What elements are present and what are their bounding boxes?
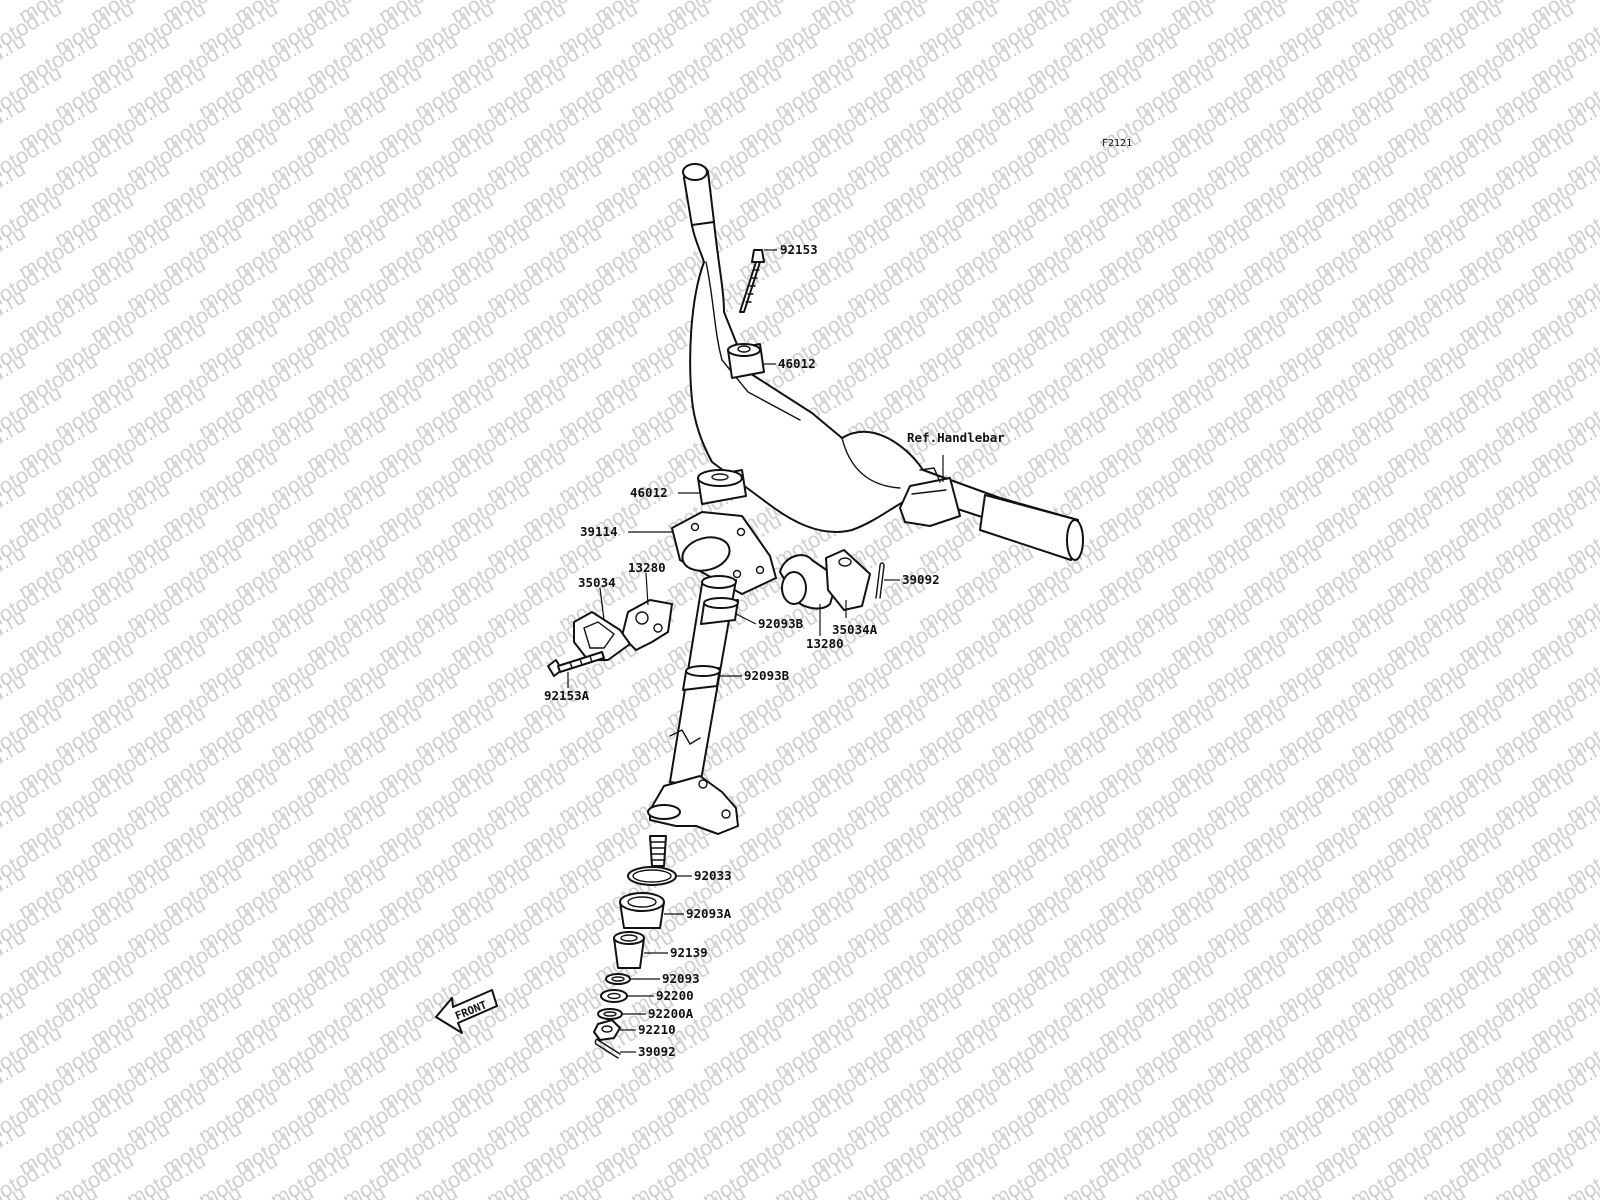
part-label: 92153A xyxy=(544,688,590,703)
part-label: 92093B xyxy=(744,668,790,683)
part-label: 39092 xyxy=(638,1044,676,1059)
part-label: 35034 xyxy=(578,575,616,590)
part-label: 92200 xyxy=(656,988,694,1003)
part-label: 92153 xyxy=(780,242,818,257)
part-label: 46012 xyxy=(778,356,816,371)
part-label: 92093A xyxy=(686,906,732,921)
part-label: 92093B xyxy=(758,616,804,631)
part-label: 13280 xyxy=(628,560,666,575)
part-label: 39092 xyxy=(902,572,940,587)
part-label: 46012 xyxy=(630,485,668,500)
part-label: 13280 xyxy=(806,636,844,651)
part-label: 92200A xyxy=(648,1006,694,1021)
part-label: 35034A xyxy=(832,622,878,637)
figure-code: F2121 xyxy=(1102,138,1132,149)
ref-handlebar-label: Ref.Handlebar xyxy=(907,430,1005,445)
washer-92200 xyxy=(600,989,628,1003)
washer-92200A xyxy=(597,1008,623,1020)
part-label: 92139 xyxy=(670,945,708,960)
holder-46012-upper xyxy=(727,343,765,379)
part-label: 39114 xyxy=(580,524,618,539)
oil-seal-92093A xyxy=(619,892,665,929)
part-label: 92033 xyxy=(694,868,732,883)
bushing-92139 xyxy=(613,931,645,969)
part-label: 92093 xyxy=(662,971,700,986)
o-ring-92033 xyxy=(627,866,677,886)
part-label: 92210 xyxy=(638,1022,676,1037)
washer-92093 xyxy=(605,973,631,985)
